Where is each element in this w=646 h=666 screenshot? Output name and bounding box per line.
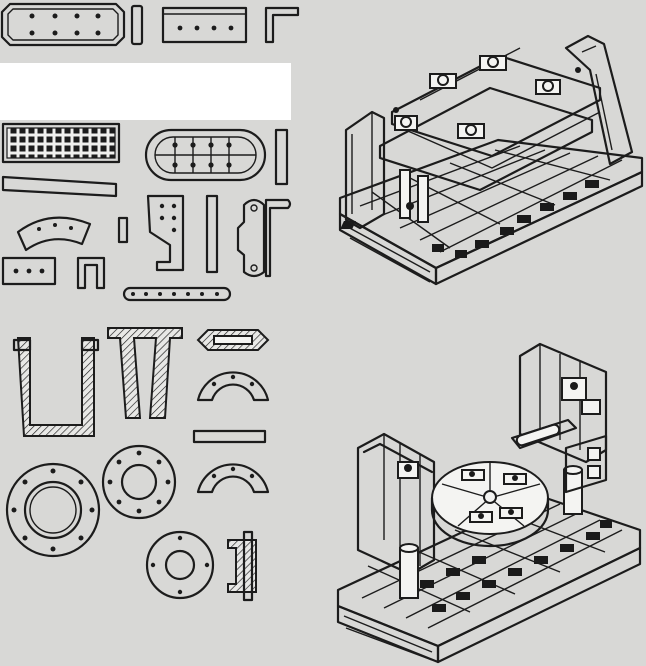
assembly-rectangular-fixture <box>338 34 644 286</box>
part-half-ring-upper <box>196 371 270 402</box>
part-small-block <box>117 216 129 244</box>
part-top-angle-bracket <box>264 6 300 44</box>
part-flanged-sleeve-section <box>107 327 183 419</box>
part-link-bar-holes <box>122 286 232 302</box>
part-half-ring-lower <box>196 463 270 494</box>
part-channel <box>76 256 106 290</box>
part-deep-cup-section <box>12 337 100 437</box>
assembly-rotary-fixture <box>336 342 642 664</box>
part-angle-plate-holes <box>146 194 185 272</box>
part-taper-wedge <box>1 175 118 198</box>
part-top-strip-4-holes <box>161 6 248 44</box>
part-top-plate-8-holes <box>0 2 126 47</box>
part-block-3-holes <box>1 256 57 286</box>
blank-patch <box>0 63 291 120</box>
part-flange-section <box>227 530 257 602</box>
part-small-flange-ring <box>145 530 215 600</box>
part-flat-bar <box>192 429 267 444</box>
part-long-vertical-bar <box>205 194 219 274</box>
part-grid-plate <box>1 122 121 164</box>
part-bushing-section <box>196 329 270 351</box>
part-vertical-bar-right <box>274 128 289 186</box>
part-arc-plate <box>16 216 92 252</box>
part-oval-grid-frame <box>144 128 267 182</box>
part-top-bar <box>130 4 144 46</box>
part-large-flange-ring <box>5 462 101 558</box>
part-clamp-link <box>236 198 292 278</box>
part-medium-flange-ring <box>101 444 177 520</box>
